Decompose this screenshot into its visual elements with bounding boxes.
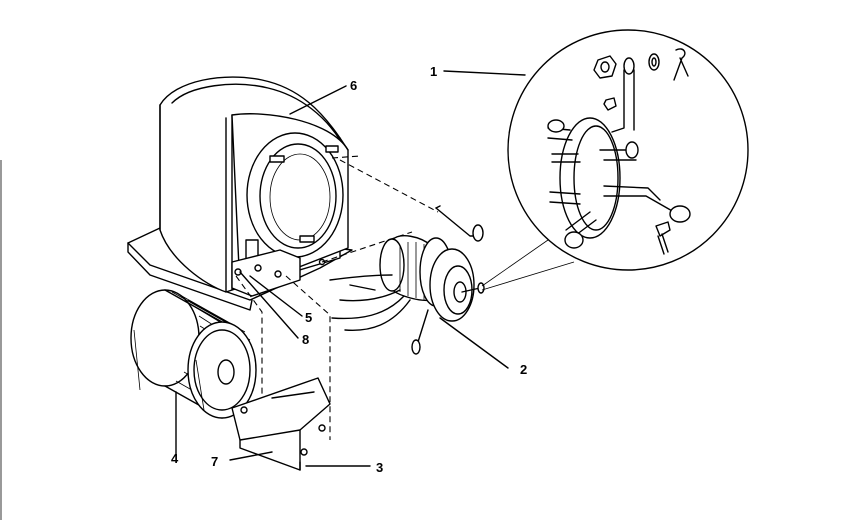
mounting-hardware-detail xyxy=(481,29,749,291)
callout-5: 5 xyxy=(305,310,312,325)
callout-1: 1 xyxy=(430,64,437,79)
callout-7: 7 xyxy=(211,454,218,469)
callout-8-leader xyxy=(239,271,299,339)
callout-8: 8 xyxy=(302,332,309,347)
callout-1-leader xyxy=(443,70,526,76)
cutoff-plate xyxy=(231,377,331,471)
blower-housing xyxy=(127,76,353,311)
callout-5-leader xyxy=(249,275,303,317)
callout-6: 6 xyxy=(350,78,357,93)
callout-6-leader xyxy=(289,85,347,115)
blower-wheel xyxy=(130,289,257,419)
blower-motor xyxy=(329,205,485,355)
callout-3: 3 xyxy=(376,460,383,475)
callout-7-leader xyxy=(229,451,273,461)
callout-2-leader xyxy=(439,317,509,369)
callout-4: 4 xyxy=(171,451,179,466)
callout-2: 2 xyxy=(520,362,527,377)
